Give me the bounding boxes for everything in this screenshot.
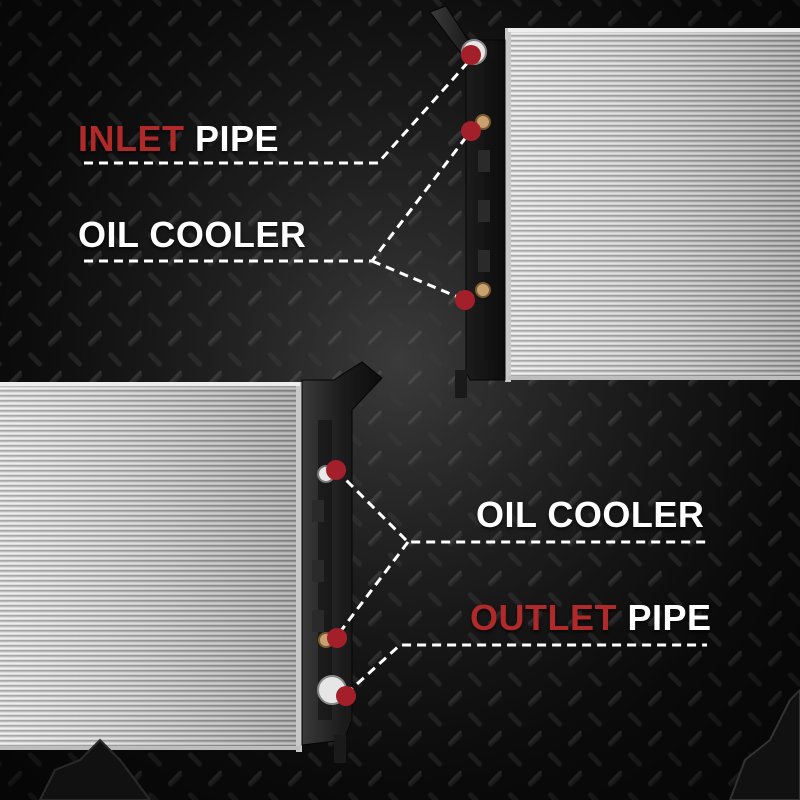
leader-oil-bottom	[334, 468, 707, 544]
label-inlet-accent: INLET	[78, 118, 185, 159]
leader-outlet	[344, 643, 707, 696]
leader-oil-bottom-b	[335, 541, 410, 637]
leader-inlet	[84, 59, 472, 165]
label-oil-cooler-bottom: OIL COOLER	[476, 494, 705, 535]
leader-oil-top-b	[371, 259, 466, 302]
radiator-core-top	[505, 28, 800, 382]
marker-dot	[326, 460, 346, 480]
label-outlet-pipe: OUTLET PIPE	[470, 597, 712, 639]
markers	[326, 45, 481, 706]
marker-dot	[461, 121, 481, 141]
label-inlet-pipe: INLET PIPE	[78, 118, 279, 160]
crack-decoration	[728, 688, 800, 800]
marker-dot	[327, 628, 347, 648]
crack-decoration-left	[38, 738, 152, 800]
label-outlet-accent: OUTLET	[470, 597, 617, 638]
marker-dot	[336, 686, 356, 706]
label-oil-cooler-top: OIL COOLER	[78, 214, 307, 255]
marker-dot	[461, 45, 481, 65]
leader-lines	[84, 59, 707, 696]
label-inlet-rest: PIPE	[184, 118, 280, 159]
marker-dot	[455, 290, 475, 310]
label-outlet-rest: PIPE	[616, 597, 712, 638]
radiator-core-bottom	[0, 382, 302, 752]
